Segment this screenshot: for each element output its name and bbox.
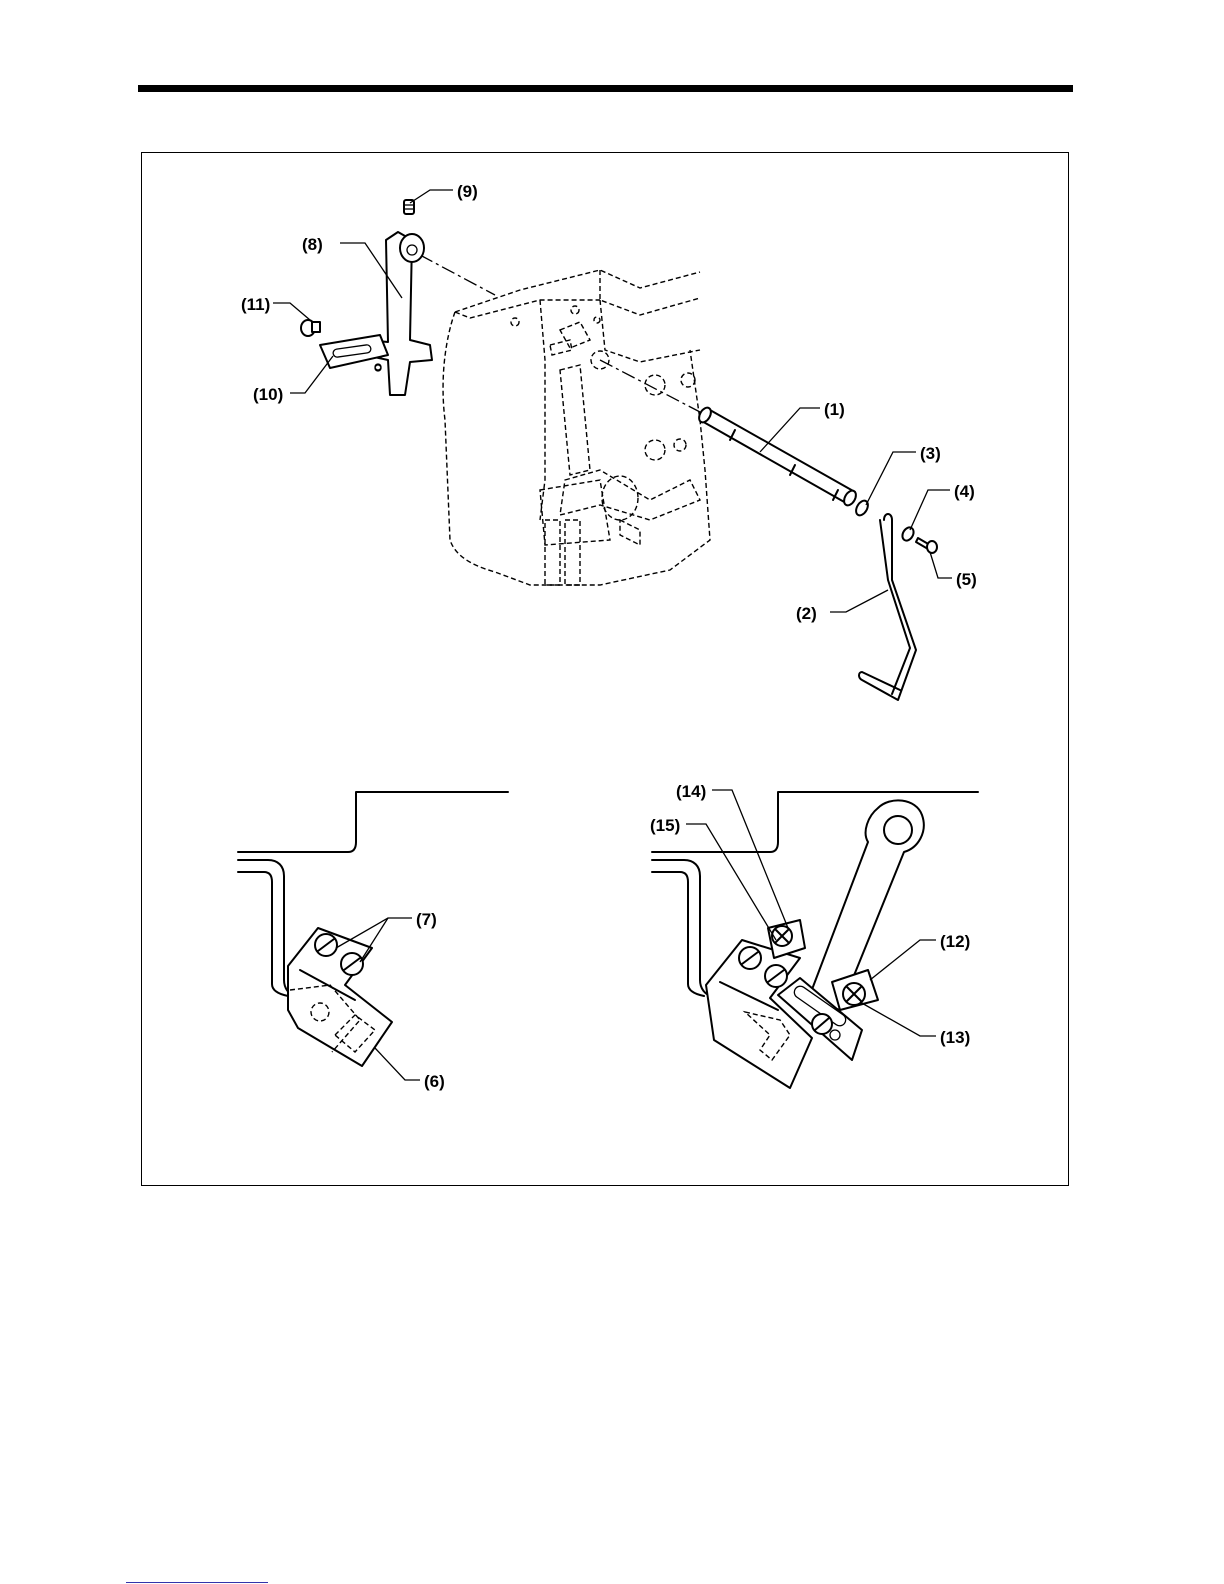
axis-line-shaft (600, 360, 700, 412)
wire-spring-part (859, 514, 916, 700)
axis-line-lever (420, 255, 495, 295)
callout-13: (13) (940, 1028, 970, 1047)
washer-4 (900, 525, 916, 542)
wire-spring-inner (880, 520, 910, 694)
callout-10: (10) (253, 385, 283, 404)
callout-1: (1) (824, 400, 845, 419)
callout-4: (4) (954, 482, 975, 501)
callouts-top: (9) (8) (11) (10) (1) (3) (4) (5) (2) (241, 182, 977, 623)
callout-6: (6) (424, 1072, 445, 1091)
callout-15: (15) (650, 816, 680, 835)
slotted-plate-10 (320, 335, 388, 371)
callout-7: (7) (416, 910, 437, 929)
callout-14: (14) (676, 782, 706, 801)
screw-5 (916, 538, 937, 553)
callout-11: (11) (241, 295, 270, 314)
machine-head-outline (443, 270, 710, 585)
detail-left (238, 792, 508, 1066)
callout-3: (3) (920, 444, 941, 463)
shaft-part (697, 406, 859, 508)
screw-11 (301, 320, 320, 336)
callout-2: (2) (796, 604, 817, 623)
callout-12: (12) (940, 932, 970, 951)
lever-part (365, 232, 432, 395)
callout-5: (5) (956, 570, 977, 589)
callout-8: (8) (302, 235, 323, 254)
callout-9: (9) (457, 182, 478, 201)
